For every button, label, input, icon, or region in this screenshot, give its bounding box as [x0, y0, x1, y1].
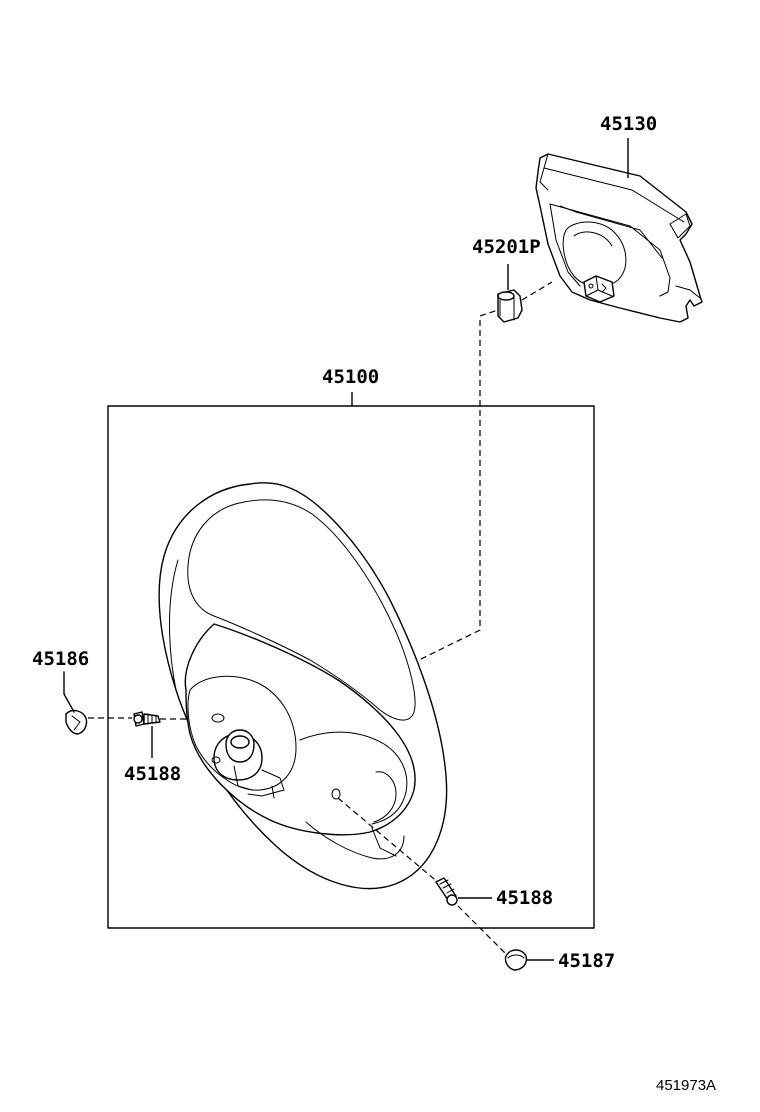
dash-screw-to-cap-right [457, 905, 509, 957]
label-45130: 45130 [600, 113, 657, 135]
dash-hub-to-screw-right [337, 797, 441, 885]
leader-45186 [63, 671, 75, 713]
screw-45188-left[interactable] [133, 711, 161, 727]
screw-45188-right[interactable] [435, 877, 458, 906]
horn-pad-45130[interactable] [535, 153, 703, 323]
cap-45187[interactable] [504, 949, 528, 971]
cap-45186[interactable] [65, 709, 88, 735]
label-45186: 45186 [32, 648, 89, 670]
dash-hub-to-nut [357, 309, 499, 691]
assembly-box-45100 [107, 405, 595, 929]
figure-id: 451973A [656, 1077, 716, 1094]
nut-45201P[interactable] [497, 289, 523, 323]
label-45187: 45187 [558, 950, 615, 972]
dash-nut-to-pad [521, 281, 553, 301]
label-45201P: 45201P [472, 236, 541, 258]
label-45188-left: 45188 [124, 763, 181, 785]
label-45100: 45100 [322, 366, 379, 388]
label-45188-right: 45188 [496, 887, 553, 909]
steering-wheel-45100[interactable] [158, 482, 448, 890]
